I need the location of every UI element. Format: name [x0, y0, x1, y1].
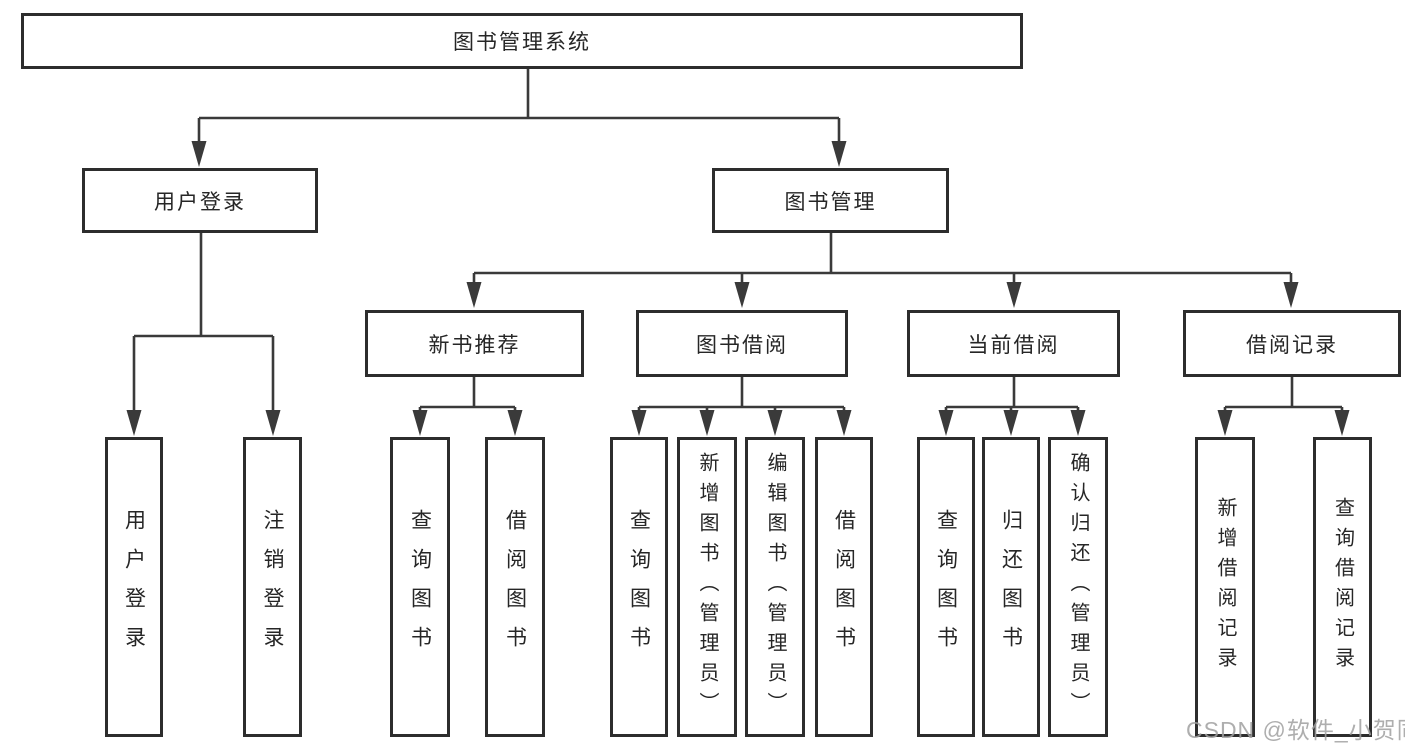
- leaf-br-add-record: 新增借阅记录: [1195, 437, 1255, 737]
- leaf-cb-return-book-label: 归还图书: [999, 509, 1023, 665]
- leaf-cb-query-books: 查询图书: [917, 437, 975, 737]
- leaf-br-add-record-label: 新增借阅记录: [1214, 497, 1236, 677]
- node-user-login: 用户登录: [82, 168, 318, 233]
- node-new-book-recommend: 新书推荐: [365, 310, 584, 377]
- leaf-nbr-query-books: 查询图书: [390, 437, 450, 737]
- leaf-bb-edit-book-admin: 编辑图书（管理员）: [745, 437, 805, 737]
- leaf-cb-confirm-return-admin-label: 确认归还（管理员）: [1067, 452, 1089, 722]
- connector-user-login-children: [126, 233, 281, 436]
- leaf-bb-query-books: 查询图书: [610, 437, 668, 737]
- csdn-watermark: CSDN @软件_小贺同学: [1186, 717, 1405, 743]
- leaf-bb-borrow-books-label: 借阅图书: [832, 509, 856, 665]
- leaf-nbr-borrow-books: 借阅图书: [485, 437, 545, 737]
- connector-root-to-level2: [191, 69, 847, 167]
- leaf-cb-confirm-return-admin: 确认归还（管理员）: [1048, 437, 1108, 737]
- node-book-management: 图书管理: [712, 168, 949, 233]
- leaf-cb-return-book: 归还图书: [982, 437, 1040, 737]
- leaf-user-login: 用户登录: [105, 437, 163, 737]
- connector-book-borrow-children: [631, 376, 852, 436]
- node-current-borrow: 当前借阅: [907, 310, 1120, 377]
- leaf-nbr-query-books-label: 查询图书: [408, 509, 432, 665]
- node-book-borrow: 图书借阅: [636, 310, 848, 377]
- node-root: 图书管理系统: [21, 13, 1023, 69]
- leaf-user-login-label: 用户登录: [122, 509, 146, 665]
- leaf-bb-add-book-admin-label: 新增图书（管理员）: [696, 452, 718, 722]
- connector-borrow-records-children: [1217, 376, 1350, 436]
- connector-current-borrow-children: [938, 376, 1086, 436]
- leaf-bb-query-books-label: 查询图书: [627, 509, 651, 665]
- node-borrow-records: 借阅记录: [1183, 310, 1401, 377]
- leaf-br-query-record: 查询借阅记录: [1313, 437, 1372, 737]
- leaf-logout: 注销登录: [243, 437, 302, 737]
- connector-new-book-recommend-children: [412, 376, 523, 436]
- leaf-bb-edit-book-admin-label: 编辑图书（管理员）: [764, 452, 786, 722]
- leaf-nbr-borrow-books-label: 借阅图书: [503, 509, 527, 665]
- leaf-bb-borrow-books: 借阅图书: [815, 437, 873, 737]
- connector-book-management-children: [466, 233, 1299, 308]
- leaf-br-query-record-label: 查询借阅记录: [1331, 497, 1354, 677]
- leaf-logout-label: 注销登录: [261, 509, 284, 665]
- leaf-cb-query-books-label: 查询图书: [934, 509, 958, 665]
- leaf-bb-add-book-admin: 新增图书（管理员）: [677, 437, 737, 737]
